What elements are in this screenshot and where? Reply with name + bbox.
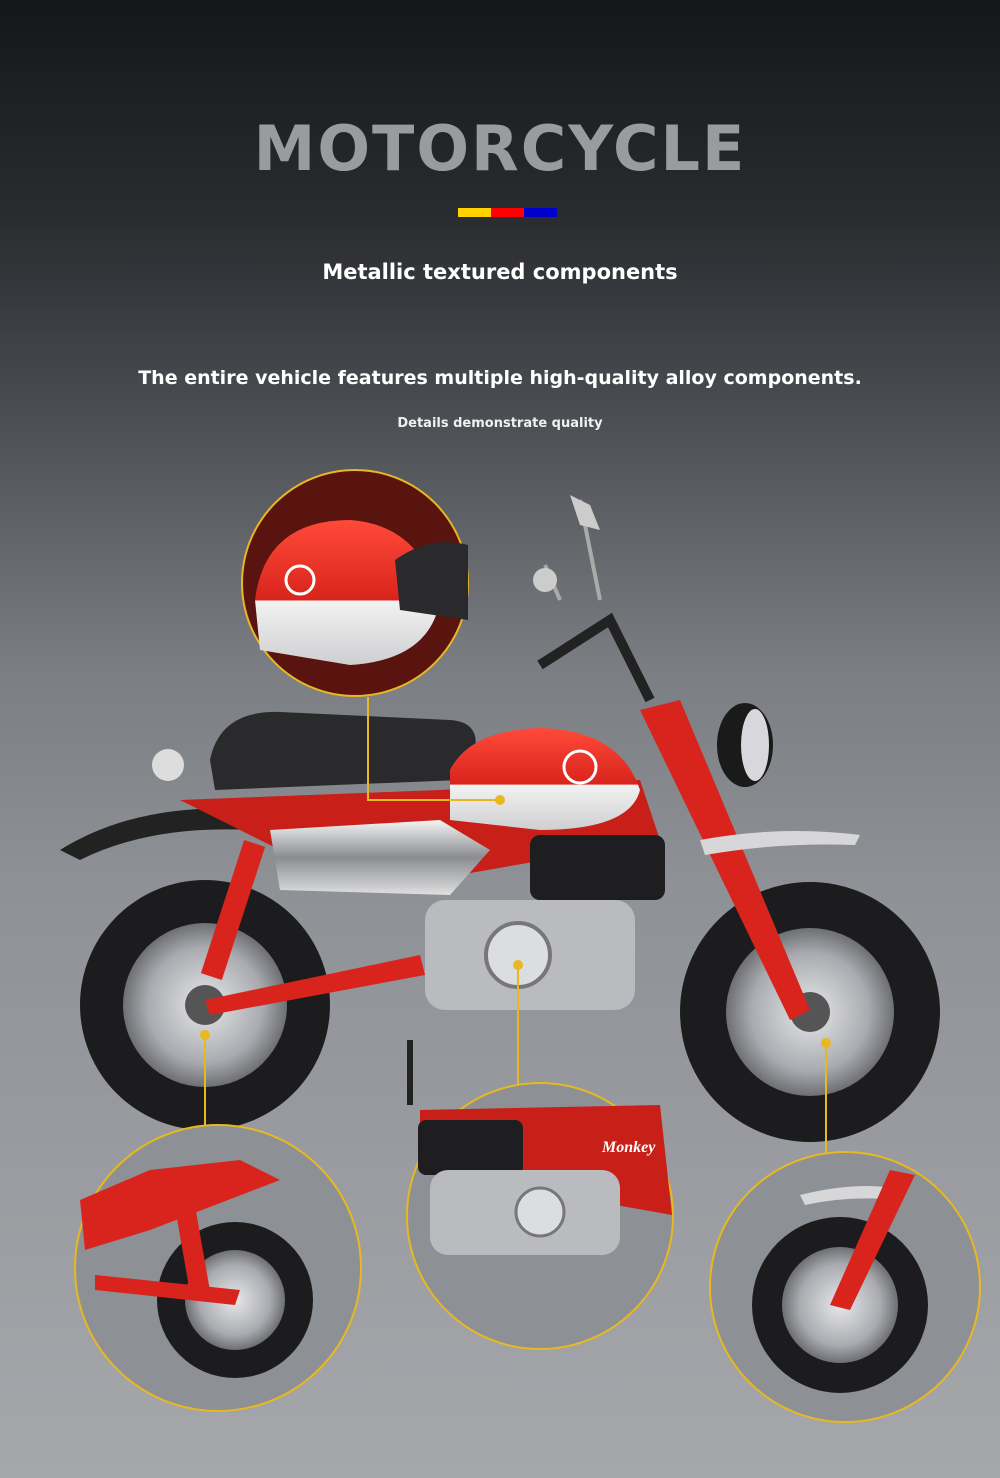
accent-yellow — [458, 208, 491, 217]
handlebar — [537, 612, 655, 703]
mirror — [570, 495, 600, 530]
kickstand — [407, 1040, 413, 1105]
subtitle: Metallic textured components — [322, 260, 678, 284]
swingarm — [205, 955, 425, 1015]
exhaust-heat-shield — [270, 820, 490, 895]
rear-wheel — [80, 880, 330, 1130]
page-title: MOTORCYCLE — [253, 112, 747, 185]
accent-red — [491, 208, 524, 217]
tagline: Details demonstrate quality — [397, 416, 603, 431]
detail-view-rear-wheel — [74, 1124, 362, 1412]
tail-light — [152, 749, 184, 781]
detail-view-front-wheel — [709, 1151, 981, 1423]
mirror-left — [533, 568, 557, 592]
fuel-tank — [450, 728, 640, 830]
front-wheel — [680, 882, 940, 1142]
callout-lines — [204, 697, 827, 1153]
description: The entire vehicle features multiple hig… — [138, 367, 862, 389]
front-fender — [700, 831, 860, 855]
headlight-lens — [741, 709, 769, 781]
brand-emblem — [562, 749, 598, 785]
detail-view-engine: Monkey — [406, 1082, 674, 1350]
front-fork — [640, 700, 810, 1020]
seat — [210, 711, 476, 790]
detail-view-fuel-tank — [241, 469, 469, 697]
engine — [425, 900, 635, 1010]
callout-dots — [200, 795, 831, 1048]
color-accent-bar — [458, 208, 557, 217]
engine-badge-text: Monkey — [601, 1139, 656, 1156]
side-cover — [530, 835, 665, 900]
motorcycle — [60, 495, 940, 1142]
rear-shock — [200, 840, 266, 980]
accent-blue — [524, 208, 557, 217]
rear-fender — [60, 808, 260, 860]
